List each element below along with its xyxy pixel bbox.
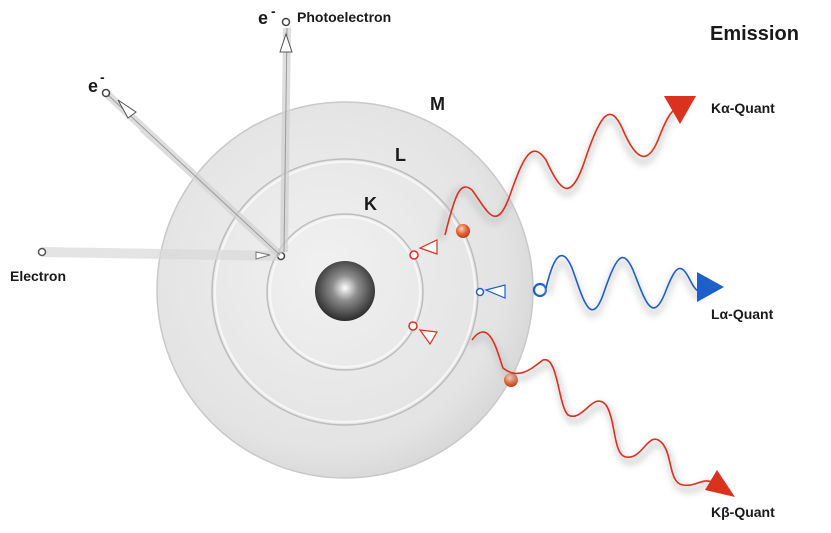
k-beta-transition-arrow: [418, 329, 438, 346]
k-vacancy-beta: [408, 321, 418, 331]
l-vacancy-alpha: [475, 287, 485, 297]
l-alpha-wave: [545, 254, 704, 311]
l-alpha-label: Lα-Quant: [711, 306, 774, 322]
photoelectron-symbol: e: [258, 8, 268, 28]
photoelectron-arrow: [279, 32, 293, 53]
shell-label-k: K: [364, 194, 377, 214]
k-beta-arrow: [705, 470, 735, 497]
photoelectron-line: [283, 27, 288, 253]
scattered-electron-charge: -: [100, 69, 105, 85]
incoming-electron: [37, 247, 47, 257]
k-alpha-label: Kα-Quant: [711, 100, 775, 116]
k-alpha-source-electron: [456, 224, 470, 238]
k-alpha-wave-shadow: [436, 108, 681, 241]
photoelectron-charge: -: [271, 3, 276, 19]
scattered-electron-line: [107, 94, 281, 256]
emission-title: Emission: [710, 23, 799, 45]
nucleus: [315, 261, 375, 321]
k-beta-label: Kβ-Quant: [711, 504, 775, 520]
k-alpha-wave: [444, 107, 681, 236]
photoelectron: [281, 17, 291, 27]
electron-track: [139, 129, 231, 213]
k-shell-ring: [266, 213, 424, 371]
k-shell-ring-highlight: [269, 216, 421, 368]
scattered-electron-symbol: e: [88, 76, 98, 96]
l-shell-ring-highlight: [214, 161, 476, 423]
photoelectron-label: Photoelectron: [297, 9, 391, 25]
k-alpha-transition-arrow: [418, 239, 438, 255]
incoming-electron-arrow: [255, 251, 271, 260]
l-alpha-transition-arrow: [484, 284, 506, 299]
incoming-electron-label: Electron: [10, 268, 66, 284]
k-beta-wave: [471, 331, 713, 487]
l-alpha-source-electron: [532, 282, 548, 298]
k-alpha-arrow: [664, 96, 696, 124]
l-alpha-arrow: [697, 272, 724, 302]
shell-label-m: M: [430, 94, 445, 114]
scattered-electron-arrow: [117, 99, 137, 119]
l-alpha-wave-shadow: [544, 258, 709, 319]
incoming-electron-beam: [41, 247, 283, 261]
k-vacancy-alpha: [409, 250, 419, 260]
scattered-electron: [101, 88, 111, 98]
shell-label-l: L: [395, 145, 406, 165]
